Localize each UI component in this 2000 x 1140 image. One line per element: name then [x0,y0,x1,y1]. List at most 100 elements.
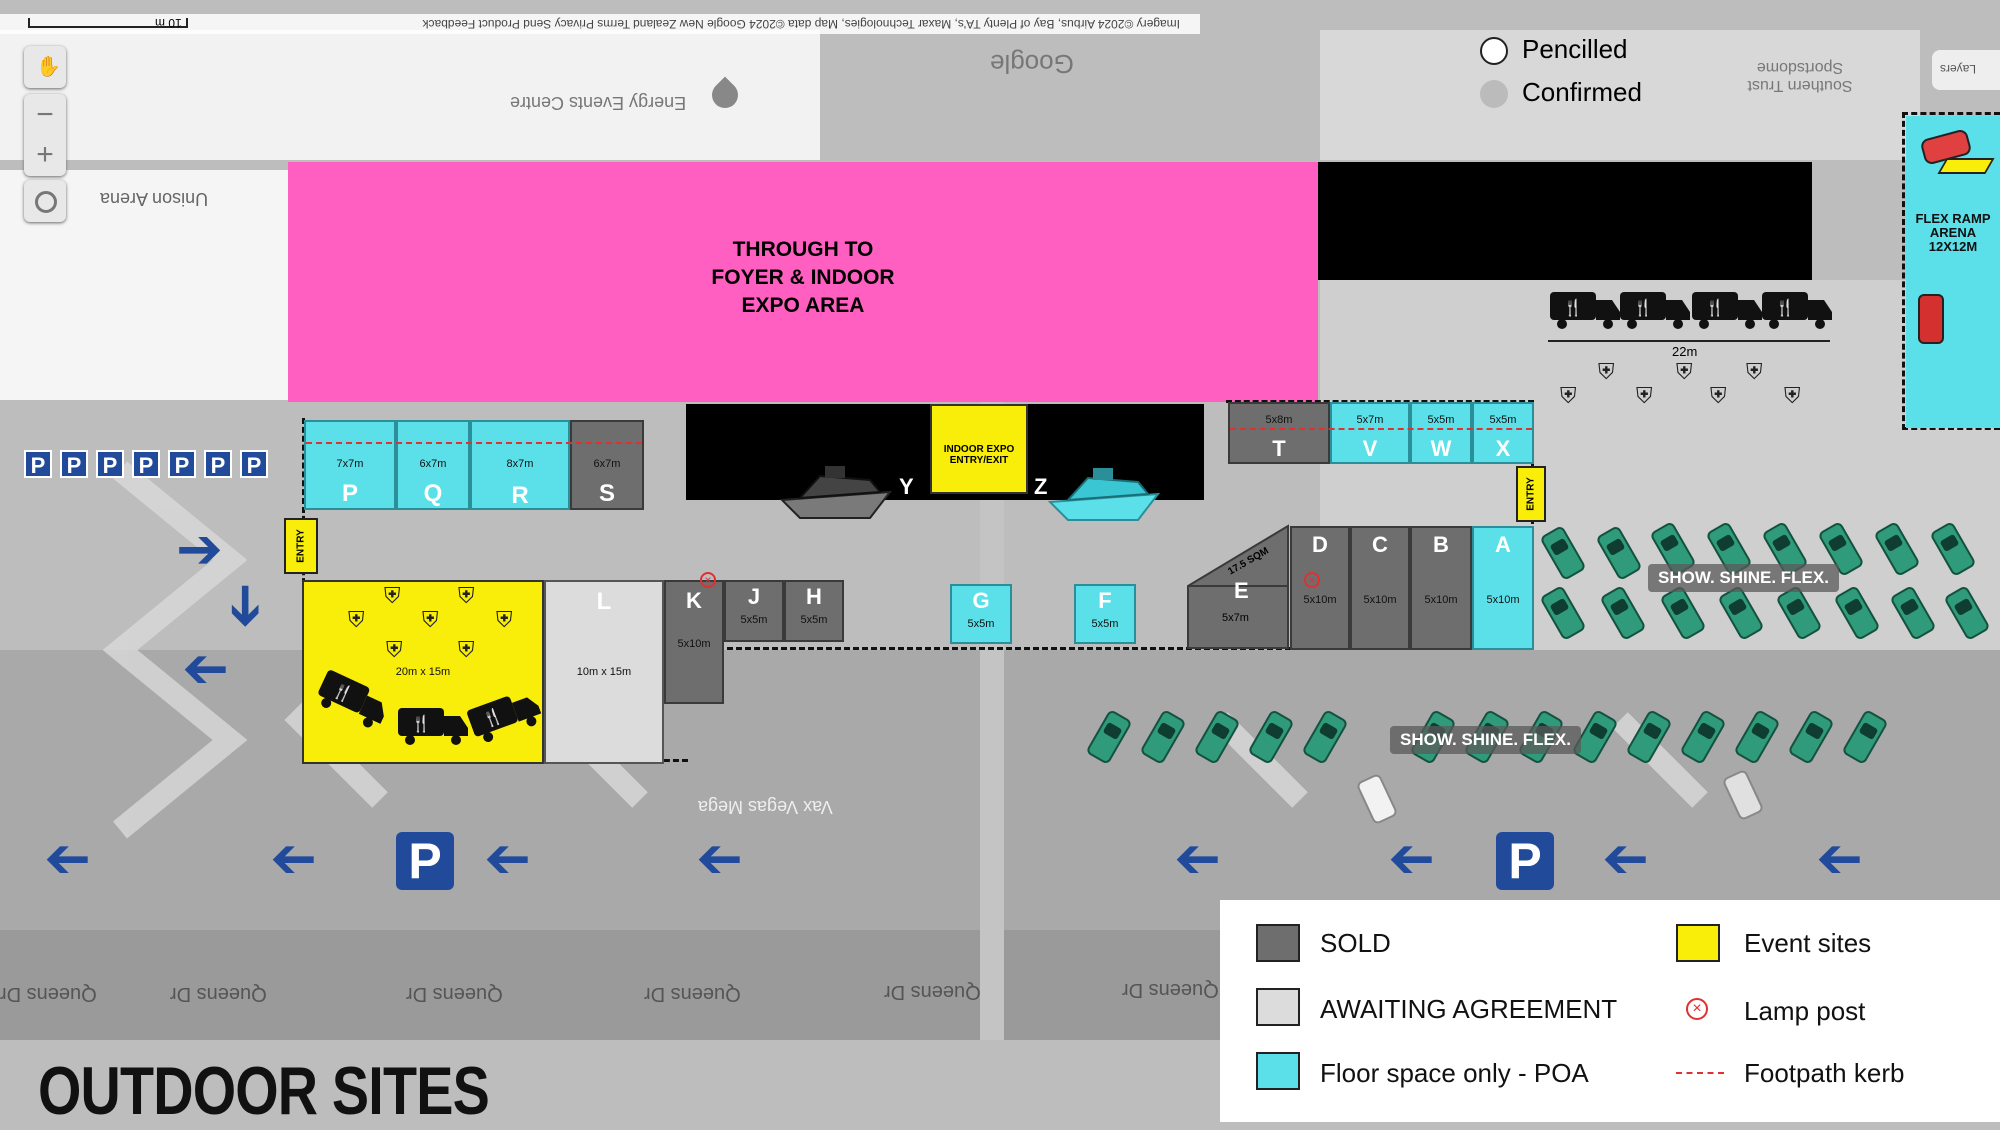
food-truck-icon: 🍴 [398,708,468,745]
flex-ramp-boundary [1902,112,2000,430]
site-g[interactable]: G 5x5m [950,584,1012,644]
arrow-left-icon: ➔ [696,828,743,893]
site-x-size: 5x5m [1489,414,1517,426]
site-l[interactable]: L 10m x 15m [544,580,664,764]
footpath-kerb-line [1230,428,1532,430]
arrow-left-icon: ➔ [44,828,91,893]
picnic-table-icon: ⛨ [386,638,403,663]
site-d-letter: D [1312,532,1328,557]
site-e-size: 5x7m [1222,612,1249,624]
zoom-out-button[interactable]: − [36,98,54,131]
picnic-table-icon: ⛨ [458,638,475,663]
arrow-left-icon: ➔ [1816,828,1863,893]
energy-events-label: Energy Events Centre [510,93,687,113]
site-f-letter: F [1098,588,1112,613]
food-truck-icon: 🍴 [1692,292,1762,329]
scale-bar [28,18,188,28]
picnic-table-icon: ⛨ [1746,360,1763,385]
layers-label: Layers [1940,62,1977,76]
arrow-left-icon: ➔ [1174,828,1221,893]
food-truck-icon: 🍴 [1620,292,1690,329]
vax-vegas-label: Vax Vegas Mega [698,797,833,817]
site-t-letter: T [1272,436,1286,461]
site-v-size: 5x7m [1356,414,1384,426]
site-a-letter: A [1495,532,1511,557]
site-v[interactable]: 5x7m V [1330,402,1410,464]
foyer-label: THROUGH TO FOYER & INDOOR EXPO AREA [711,238,895,317]
svg-text:🍴: 🍴 [1633,298,1653,317]
indoor-expo-entry[interactable]: INDOOR EXPO ENTRY/EXIT [930,404,1028,494]
zoom-in-button[interactable]: + [36,138,54,171]
legend-event-swatch [1676,924,1720,962]
site-g-letter: G [972,588,990,613]
site-f[interactable]: F 5x5m [1074,584,1136,644]
site-r-letter: R [511,482,529,509]
site-t[interactable]: 5x8m T [1228,402,1330,464]
parking-icon: P [24,450,52,478]
southern-trust-label: Southern Trust Sportsdome [1747,59,1853,94]
arrow-left-icon: ➔ [182,638,229,703]
picnic-table-icon: ⛨ [422,608,439,633]
picnic-table-icon: ⛨ [1784,384,1801,409]
road-label: Queens Dr [170,983,267,1005]
site-k[interactable]: K 5x10m [664,580,724,704]
site-c-letter: C [1372,532,1388,557]
site-h[interactable]: H 5x5m [784,580,844,642]
site-z-letter: Z [1034,474,1048,499]
site-w-size: 5x5m [1427,414,1455,426]
site-d[interactable]: D 5x10m [1290,526,1350,650]
site-q-letter: Q [423,480,443,507]
arrow-left-icon: ➔ [484,828,531,893]
picnic-table-icon: ⛨ [1710,384,1727,409]
page-title: OUTDOOR SITES [38,1053,490,1129]
svg-text:🍴: 🍴 [1775,298,1795,317]
food-zone-dimension-line [1548,340,1830,342]
site-j-letter: J [747,584,761,609]
picnic-table-icon: ⛨ [458,584,475,609]
site-e[interactable] [1186,524,1290,650]
legend-event-label: Event sites [1744,928,1872,958]
entry-left[interactable]: ENTRY [284,518,318,574]
picnic-table-icon: ⛨ [1560,384,1577,409]
site-k-size: 5x10m [677,638,711,650]
attribution-text: Imagery ©2024 Airbus, Bay of Plenty TA's… [422,17,1180,31]
site-h-size: 5x5m [800,614,828,626]
legend-panel: SOLD AWAITING AGREEMENT Floor space only… [1220,900,2000,1122]
site-b-letter: B [1433,532,1449,557]
parking-icon: P [240,450,268,478]
arrow-left-icon: ➔ [1388,828,1435,893]
site-c[interactable]: C 5x10m [1350,526,1410,650]
pan-control[interactable]: ✋ [24,46,66,88]
layers-button[interactable]: Layers [1932,50,2000,90]
site-p[interactable]: 7x7m P [304,420,396,510]
site-s[interactable]: 6x7m S [570,420,644,510]
locate-button[interactable] [24,180,66,222]
indoor-entry-label: INDOOR EXPO ENTRY/EXIT [943,444,1015,466]
site-j[interactable]: J 5x5m [724,580,784,642]
car-ramp-icon [1919,128,1995,174]
arrow-left-icon: ➔ [270,828,317,893]
site-r[interactable]: 8x7m R [470,420,570,510]
site-x[interactable]: 5x5m X [1472,402,1534,464]
arrow-down-icon: ➔ [213,582,279,630]
entry-left-label: ENTRY [295,529,307,563]
food-truck-icon: 🍴 [318,670,384,728]
entry-right-label: ENTRY [1525,477,1537,511]
site-l-size: 10m x 15m [576,666,632,678]
black-building-top [1318,162,1812,280]
picnic-table-icon: ⛨ [1636,384,1653,409]
site-a[interactable]: A 5x10m [1472,526,1534,650]
site-q[interactable]: 6x7m Q [396,420,470,510]
legend-kerb-label: Footpath kerb [1744,1058,1905,1088]
site-w-letter: W [1430,436,1452,461]
food-truck-icon: 🍴 [1550,292,1620,329]
picnic-table-icon: ⛨ [348,608,365,633]
unison-arena-label: Unison Arena [100,189,209,209]
lamp-post-icon: × [700,572,716,588]
road-label: Queens Dr [406,983,503,1005]
entry-right[interactable]: ENTRY [1516,466,1546,522]
site-w[interactable]: 5x5m W [1410,402,1472,464]
site-b[interactable]: B 5x10m [1410,526,1472,650]
flex-ramp-label: FLEX RAMP ARENA 12X12M [1915,211,1991,254]
legend-lamp-label: Lamp post [1744,996,1866,1026]
